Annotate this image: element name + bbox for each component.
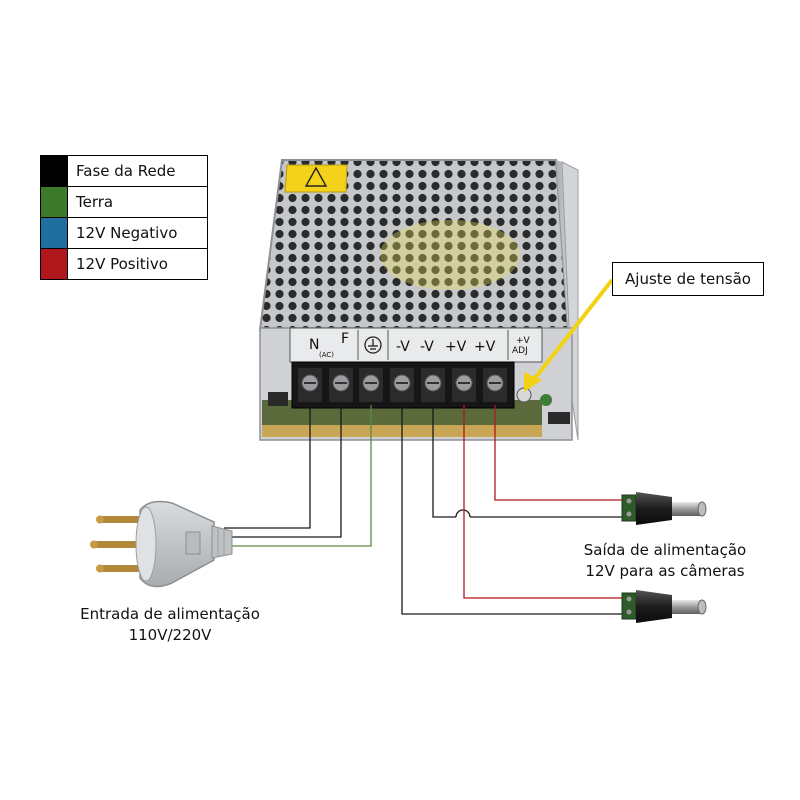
input-caption-line2: 110V/220V (128, 626, 212, 644)
terminal-label-minus-v-1: -V (396, 339, 410, 355)
legend-item-negativo: 12V Negativo (41, 218, 207, 249)
output-caption-line2: 12V para as câmeras (585, 562, 745, 580)
warning-label (284, 164, 348, 193)
terminal-label-n: N (309, 337, 319, 353)
input-caption-line1: Entrada de alimentação (80, 605, 260, 623)
terminal-label-ac: (AC) (319, 351, 334, 359)
input-caption: Entrada de alimentação 110V/220V (40, 604, 300, 646)
wire-ground (224, 405, 372, 547)
wire-f-phase (224, 405, 342, 538)
plug-body (139, 500, 215, 588)
terminal-screw (452, 368, 476, 402)
terminal-screw (359, 368, 383, 402)
dc-connector-upper-body (636, 492, 672, 525)
led-indicator (540, 394, 552, 406)
output-caption: Saída de alimentação 12V para as câmeras (555, 540, 775, 582)
terminal-label-minus-v-2: -V (420, 339, 434, 355)
dc-connector-lower-body (636, 590, 672, 623)
terminal-screw (329, 368, 353, 402)
legend-swatch-green (41, 187, 68, 217)
plug-pin-bottom (100, 565, 146, 572)
plug-strain-relief (211, 525, 233, 559)
wire-positive-lower (463, 405, 624, 599)
plug-grip (185, 531, 201, 555)
terminal-block (291, 361, 515, 409)
terminal-label-plus-v-2: +V (474, 339, 496, 355)
legend-label: 12V Positivo (76, 255, 168, 273)
terminal-screw (421, 368, 445, 402)
output-caption-line1: Saída de alimentação (583, 541, 747, 559)
wire-n-phase (224, 405, 311, 529)
voltage-adjust-callout: Ajuste de tensão (612, 262, 764, 296)
wire-crossover-hop (455, 509, 471, 518)
callout-arrowhead (524, 372, 542, 392)
dc-barrel-connector-icon (621, 492, 707, 525)
plug-face (135, 506, 157, 582)
legend-swatch-blue (41, 218, 68, 248)
wire-negative-lower (401, 405, 624, 615)
ground-symbol-icon (364, 336, 382, 354)
psu-glare (380, 220, 520, 290)
legend-label: Fase da Rede (76, 162, 176, 180)
terminal-screw (390, 368, 414, 402)
legend-item-terra: Terra (41, 187, 207, 218)
terminal-screw (298, 368, 322, 402)
terminal-label-adj-top: +V (516, 336, 531, 346)
psu-side-edge (561, 161, 579, 441)
wire-negative-upper (432, 405, 456, 518)
legend-swatch-black (41, 156, 68, 186)
terminal-label-plus-v-1: +V (445, 339, 467, 355)
plug-pin-top (100, 516, 146, 523)
warning-triangle-icon (304, 166, 328, 187)
dc-barrel-connector-icon (621, 590, 707, 623)
legend-item-fase: Fase da Rede (41, 156, 207, 187)
dc-connector-upper-barrel (672, 502, 702, 516)
legend-swatch-red (41, 249, 68, 279)
legend-label: Terra (76, 193, 114, 211)
color-legend: Fase da Rede Terra 12V Negativo 12V Posi… (40, 155, 208, 280)
power-plug-icon (90, 500, 233, 588)
dc-connector-lower-barrel (672, 600, 702, 614)
mounting-foot-right (548, 412, 570, 424)
wire-positive-upper (494, 405, 624, 501)
power-supply-icon: N (AC) F -V -V +V +V +V ADJ (258, 159, 579, 441)
legend-item-positivo: 12V Positivo (41, 249, 207, 279)
terminal-label-f: F (341, 331, 349, 347)
terminal-screw (483, 368, 507, 402)
mounting-foot-left (268, 392, 288, 406)
terminal-label-adj-bottom: ADJ (512, 346, 528, 356)
callout-arrow-line (530, 278, 614, 384)
plug-pin-middle (94, 541, 146, 548)
legend-label: 12V Negativo (76, 224, 178, 242)
